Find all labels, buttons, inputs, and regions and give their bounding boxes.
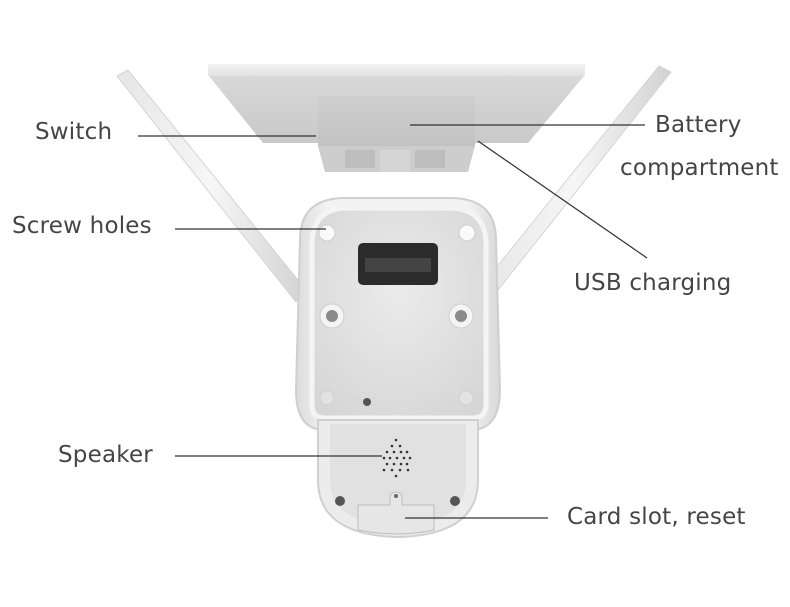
label-speaker: Speaker bbox=[58, 442, 153, 468]
speaker-grille bbox=[382, 438, 412, 478]
label-card-slot: Card slot, reset bbox=[567, 504, 746, 530]
label-switch: Switch bbox=[35, 119, 113, 145]
label-battery: Battery bbox=[655, 112, 742, 138]
solar-panel bbox=[208, 64, 585, 172]
label-screw-holes: Screw holes bbox=[12, 213, 152, 239]
leader-lines bbox=[138, 124, 648, 519]
camera-head bbox=[317, 419, 479, 539]
camera-body bbox=[294, 197, 502, 431]
label-compartment: compartment bbox=[620, 155, 779, 181]
label-usb-charging: USB charging bbox=[574, 270, 732, 296]
